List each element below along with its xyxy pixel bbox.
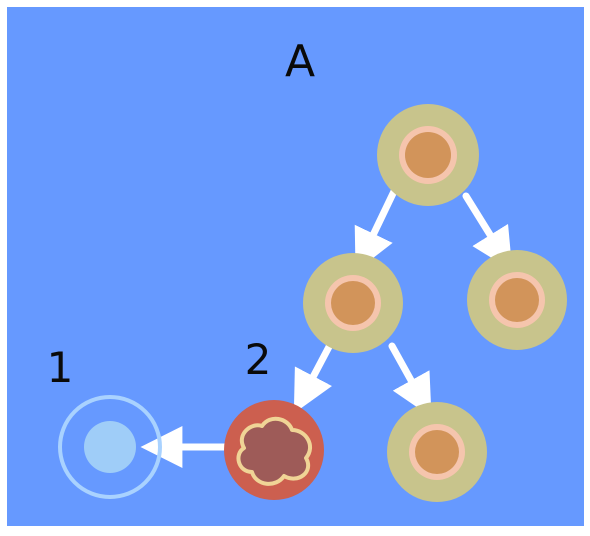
faded-cell-core (84, 421, 136, 473)
cell-faded (58, 395, 162, 499)
arrow-middle-to-abnormal (293, 339, 335, 414)
cell-middle-left (303, 253, 403, 353)
arrow-middle-to-bottom-right (388, 342, 432, 418)
cell-middle-right (467, 250, 567, 350)
arrow-top-to-middle-left (354, 179, 402, 272)
arrows (140, 179, 513, 468)
arrow-top-to-middle-right (462, 192, 513, 271)
cell-nucleus (331, 281, 375, 325)
abnormal-nucleus (238, 418, 311, 484)
marker-label-2: 2 (245, 335, 272, 384)
panel-label: A (285, 36, 315, 87)
cell-abnormal (224, 400, 324, 500)
cell-nucleus (495, 278, 539, 322)
cell-nucleus (415, 430, 459, 474)
faded-cell-outline (58, 395, 162, 499)
marker-label-1: 1 (47, 343, 74, 392)
abnormal-nucleus-border (236, 416, 312, 486)
cell-nucleus (405, 132, 451, 178)
cell-bottom-right (387, 402, 487, 502)
cell-top (377, 104, 479, 206)
